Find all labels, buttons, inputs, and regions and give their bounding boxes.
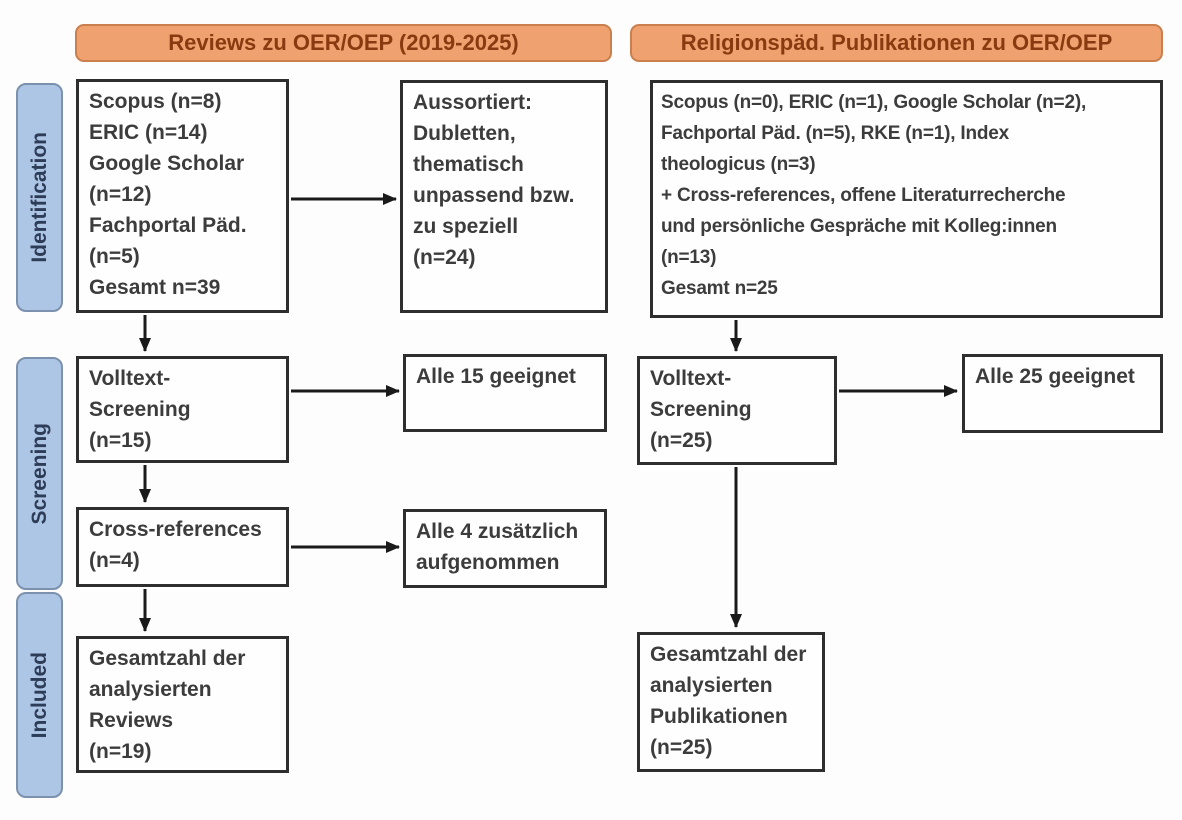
box-left-included-total: Gesamtzahl der analysierten Reviews (n=1… [76, 636, 289, 773]
box-left-identification-sources: Scopus (n=8) ERIC (n=14) Google Scholar … [76, 79, 289, 313]
box-left-cross-references-result: Alle 4 zusätzlich aufgenommen [403, 509, 607, 588]
box-left-excluded-records: Aussortiert: Dubletten, thematisch unpas… [400, 80, 608, 313]
column-header-reviews: Reviews zu OER/OEP (2019-2025) [75, 24, 612, 62]
stage-label-screening: Screening [16, 357, 63, 590]
column-header-publications: Religionspäd. Publikationen zu OER/OEP [630, 24, 1163, 62]
stage-label-included: Included [16, 592, 63, 798]
stage-label-identification-text: Identification [27, 132, 51, 263]
box-left-fulltext-result: Alle 15 geeignet [403, 354, 607, 432]
stage-label-included-text: Included [27, 651, 51, 739]
box-right-fulltext-screening: Volltext- Screening (n=25) [637, 356, 837, 465]
box-right-included-total: Gesamtzahl der analysierten Publikatione… [637, 632, 825, 772]
box-right-fulltext-result: Alle 25 geeignet [962, 354, 1163, 433]
stage-label-screening-text: Screening [27, 422, 51, 525]
stage-label-identification: Identification [16, 83, 63, 312]
box-left-fulltext-screening: Volltext- Screening (n=15) [76, 356, 289, 463]
box-left-cross-references: Cross-references (n=4) [76, 507, 289, 587]
box-right-identification-sources: Scopus (n=0), ERIC (n=1), Google Scholar… [650, 80, 1163, 318]
